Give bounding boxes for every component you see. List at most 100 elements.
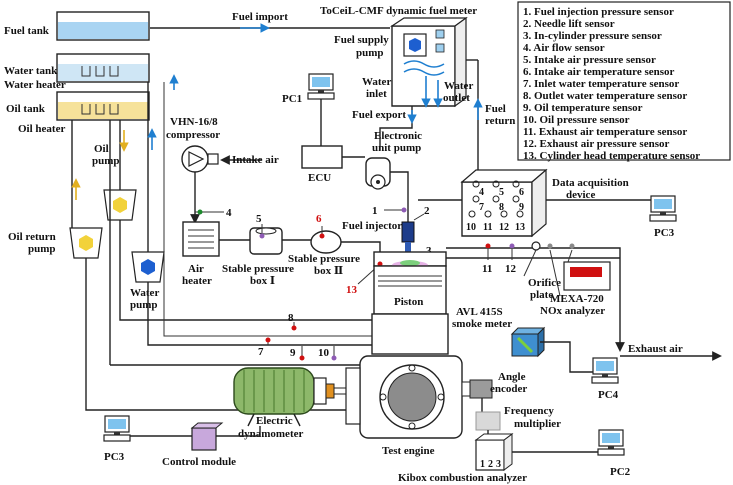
electronic-unit-pump: [365, 157, 391, 190]
oil-return-pump: [69, 227, 103, 259]
control-module: [190, 422, 224, 451]
oil-heater-label: Oil heater: [18, 123, 65, 135]
daq-channel-5: 5: [499, 187, 504, 198]
daq-label-2: device: [566, 189, 595, 201]
daq-channel-13: 13: [515, 222, 525, 233]
stable-box-2-label-2: box Ⅱ: [314, 265, 343, 277]
stable-box-2-label-1: Stable pressure: [288, 253, 360, 265]
daq-channel-4: 4: [479, 187, 484, 198]
legend-item-3: 3. In-cylinder pressure sensor: [523, 30, 662, 42]
ecu-box: [301, 145, 343, 169]
stable-pressure-box-2: [310, 230, 342, 254]
frequency-multiplier: [475, 411, 501, 431]
angle-encoder-label-2: encoder: [490, 383, 527, 395]
daq-channel-8: 8: [499, 202, 504, 213]
pc3-bottom-label: PC3: [104, 451, 125, 463]
pc2-computer-icon: [597, 429, 625, 456]
air-heater: [182, 221, 220, 257]
sensor-number-8: 8: [288, 312, 294, 324]
fuel-supply-pump-label-1: Fuel supply: [334, 34, 389, 46]
oil-heater-coil-icon: [81, 104, 119, 115]
sensor-number-11: 11: [482, 263, 492, 275]
control-module-label: Control module: [162, 456, 236, 468]
pc3-bottom-computer-icon: [103, 415, 131, 442]
data-acquisition-device: [460, 168, 548, 238]
water-pump-label-2: pump: [130, 299, 158, 311]
legend-item-9: 9. Oil temperature sensor: [523, 102, 643, 114]
dyno-label-2: dynamometer: [238, 428, 303, 440]
mexa-label-1: MEXA-720: [550, 293, 604, 305]
kibox-label: Kibox combustion analyzer: [398, 472, 527, 484]
kibox-channel-2: 2: [488, 459, 493, 470]
pc1-computer-icon: [307, 73, 335, 100]
stable-box-1-label-2: box Ⅰ: [250, 275, 275, 287]
freq-mult-label-1: Frequency: [504, 405, 554, 417]
pc1-label: PC1: [282, 93, 302, 105]
freq-mult-label-2: multiplier: [514, 418, 561, 430]
oil-return-pump-label-1: Oil return: [8, 231, 56, 243]
avl-label-2: smoke meter: [452, 318, 512, 330]
oil-pump-label-2: pump: [92, 155, 120, 167]
legend-item-4: 4. Air flow sensor: [523, 42, 605, 54]
fuel-injector-label: Fuel injector: [342, 220, 402, 232]
mexa-analyzer: [563, 261, 611, 291]
sensor-number-3: 3: [426, 245, 432, 257]
sensor-number-4: 4: [226, 207, 232, 219]
pc2-label: PC2: [610, 466, 631, 478]
fuel-injector: [401, 221, 415, 252]
water-line: [147, 282, 372, 346]
exhaust-air-label: Exhaust air: [628, 343, 683, 355]
stable-box-1-label-1: Stable pressure: [222, 263, 294, 275]
kibox-channel-3: 3: [496, 459, 501, 470]
water-tank: [56, 53, 150, 83]
water-pump: [131, 251, 165, 283]
fuel-supply-pump-label-2: pump: [356, 47, 384, 59]
oil-tank-label: Oil tank: [6, 103, 46, 115]
oil-pump-icon: [113, 197, 127, 213]
fuel-export-label: Fuel export: [352, 109, 406, 121]
compressor-label-1: VHN-16/8: [170, 116, 218, 128]
fuel-tank: [56, 11, 150, 41]
test-engine-label: Test engine: [382, 445, 435, 457]
oil-return-pump-icon: [79, 235, 93, 251]
daq-channel-6: 6: [519, 187, 524, 198]
oil-pump-label-1: Oil: [94, 143, 109, 155]
stable-pressure-box-1: [249, 227, 283, 255]
fuel-supply-pump-icon: [409, 38, 421, 52]
daq-label-1: Data acquisition: [552, 177, 629, 189]
sensor-number-9: 9: [290, 347, 296, 359]
air-heater-label-2: heater: [182, 275, 212, 287]
pc4-label: PC4: [598, 389, 619, 401]
water-outlet-label-1: Water: [444, 80, 473, 92]
legend-item-13: 13. Cylinder head temperature sensor: [523, 150, 700, 162]
fuel-return-label-1: Fuel: [485, 103, 506, 115]
pc4-computer-icon: [591, 357, 619, 384]
fuel-meter-label: ToCeiL-CMF dynamic fuel meter: [320, 5, 477, 17]
sensor-number-7: 7: [258, 346, 264, 358]
kibox-channel-1: 1: [480, 459, 485, 470]
legend-item-7: 7. Inlet water temperature sensor: [523, 78, 679, 90]
sensor-number-6: 6: [316, 213, 322, 225]
avl-smoke-meter-box: [510, 326, 546, 358]
sensor-number-2: 2: [424, 205, 430, 217]
dyno-label-1: Electric: [256, 415, 293, 427]
sensor-number-13: 13: [346, 284, 358, 296]
angle-encoder: [461, 379, 493, 399]
fuel-tank-label: Fuel tank: [4, 25, 50, 37]
compressor: [181, 145, 219, 173]
oil-return-pump-label-2: pump: [28, 243, 56, 255]
legend-item-2: 2. Needle lift sensor: [523, 18, 615, 30]
legend-item-6: 6. Intake air temperature sensor: [523, 66, 675, 78]
eup-label-2: unit pump: [372, 142, 421, 154]
compressor-label-2: compressor: [166, 129, 220, 141]
orifice-label-2: plate: [530, 289, 553, 301]
electric-dynamometer: [233, 367, 361, 427]
sensor-number-10: 10: [318, 347, 330, 359]
air-heater-label-1: Air: [188, 263, 204, 275]
angle-encoder-label-1: Angle: [498, 371, 526, 383]
sensor-number-5: 5: [256, 213, 262, 225]
legend-item-10: 10. Oil pressure sensor: [523, 114, 630, 126]
legend-item-1: 1. Fuel injection pressure sensor: [523, 6, 674, 18]
oil-pump: [103, 189, 137, 221]
